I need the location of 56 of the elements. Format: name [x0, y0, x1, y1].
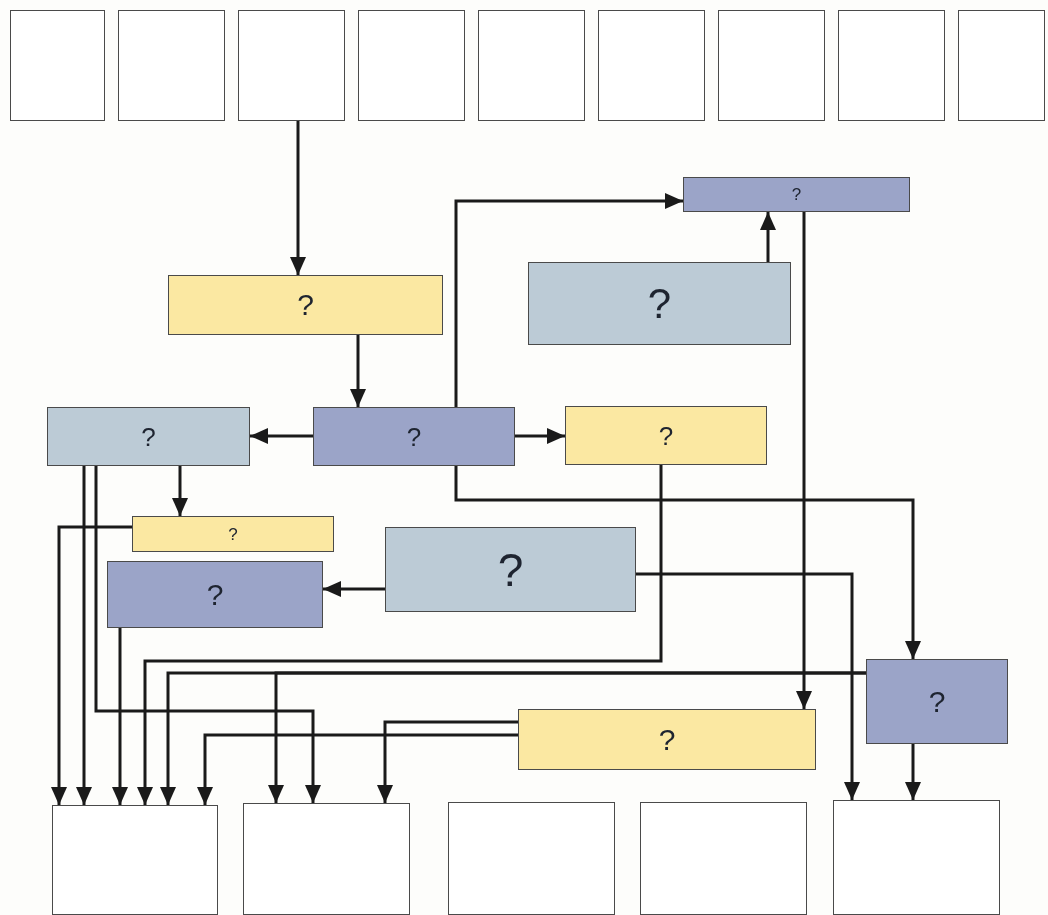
- empty-box: [598, 10, 705, 121]
- arrow: [377, 720, 518, 803]
- arrow: [454, 466, 921, 659]
- empty-box: [838, 10, 945, 121]
- process-box: [866, 659, 1008, 744]
- process-box: [683, 177, 910, 212]
- arrow: [250, 428, 313, 444]
- arrow: [796, 212, 812, 709]
- process-box: [528, 262, 791, 345]
- arrow: [454, 193, 683, 407]
- box-label: ?: [791, 186, 802, 203]
- empty-box: [718, 10, 825, 121]
- box-label: ?: [297, 290, 314, 320]
- empty-box: [833, 800, 1000, 915]
- box-label: ?: [206, 579, 224, 610]
- empty-box: [52, 805, 218, 915]
- arrow: [51, 525, 132, 805]
- empty-box: [358, 10, 465, 121]
- empty-box: [640, 802, 807, 915]
- box-label: ?: [658, 724, 676, 755]
- arrow: [268, 671, 866, 803]
- arrow: [515, 428, 565, 444]
- process-box: [132, 516, 334, 552]
- process-box: [385, 527, 636, 612]
- empty-box: [10, 10, 105, 121]
- box-label: ?: [228, 525, 238, 543]
- empty-box: [478, 10, 585, 121]
- process-box: [168, 275, 443, 335]
- box-label: ?: [497, 546, 524, 593]
- process-box: [107, 561, 323, 628]
- arrow: [350, 335, 366, 407]
- box-label: ?: [141, 423, 156, 450]
- arrow: [137, 465, 663, 805]
- arrow: [197, 733, 518, 805]
- empty-box: [243, 803, 410, 915]
- arrow: [323, 581, 385, 597]
- process-box: [565, 406, 767, 465]
- box-label: ?: [647, 282, 672, 325]
- arrow: [172, 466, 188, 516]
- arrow: [760, 212, 776, 262]
- empty-box: [958, 10, 1045, 121]
- process-box: [518, 709, 816, 770]
- arrow: [94, 466, 321, 803]
- box-label: ?: [658, 422, 674, 449]
- arrow: [76, 466, 92, 805]
- empty-box: [118, 10, 225, 121]
- process-box: [313, 407, 515, 466]
- arrow: [112, 628, 128, 805]
- process-box: [47, 407, 250, 466]
- arrow: [905, 744, 921, 800]
- empty-box: [448, 802, 615, 915]
- box-label: ?: [406, 423, 422, 450]
- arrow: [636, 572, 860, 800]
- box-label: ?: [928, 686, 946, 717]
- arrow: [290, 121, 306, 275]
- empty-box: [238, 10, 345, 121]
